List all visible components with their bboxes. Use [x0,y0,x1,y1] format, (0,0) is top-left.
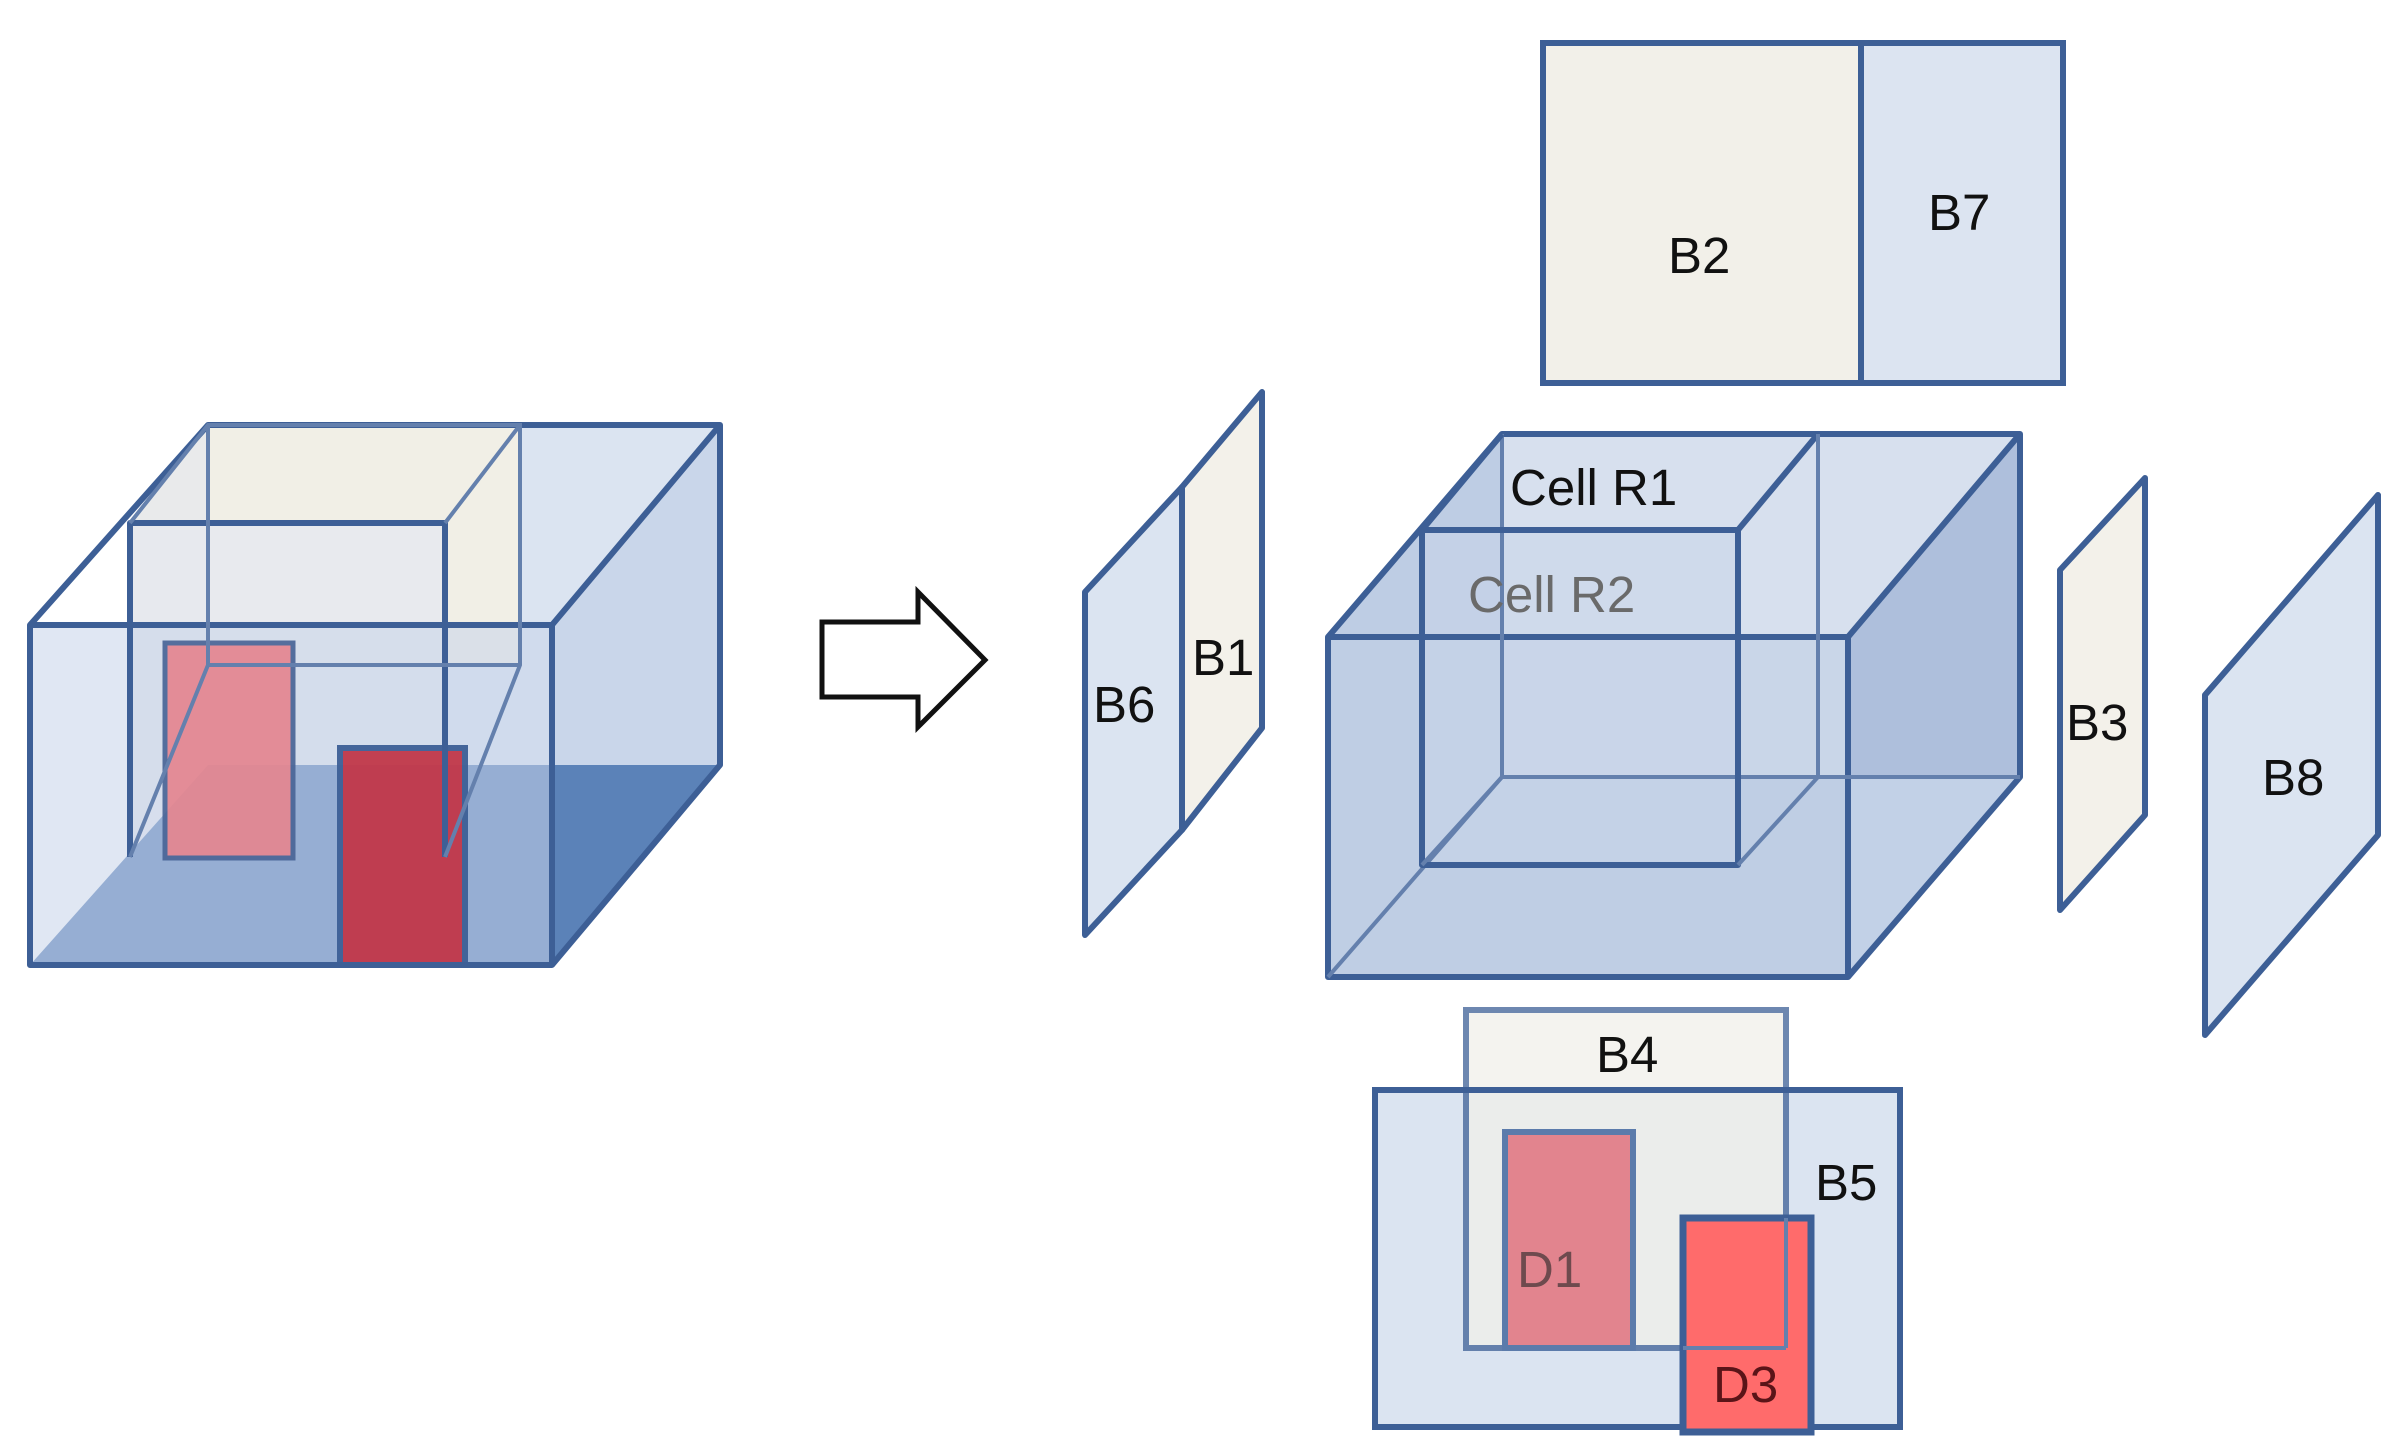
panel-b8-label: B8 [2262,749,2324,806]
floor-panels: B4 B5 D1 D3 [1372,1007,1903,1436]
exploded-cells: Cell R1 Cell R2 [1325,431,2023,980]
panel-b1: B1 [1179,389,1265,833]
cell-r1-label: Cell R1 [1510,459,1677,516]
inner-cell-r1-bottom-right [1736,775,1820,867]
right-arrow-icon [819,585,989,734]
panel-b3: B3 [2057,475,2148,913]
inner-cell-r1-bottom-left [1420,775,1504,867]
cell-r2-label: Cell R2 [1468,566,1635,623]
panel-b8: B8 [2202,492,2381,1038]
panel-b3-label: B3 [2066,694,2128,751]
panel-b6: B6 [1082,484,1185,938]
inner-cell-r1-top-right [1735,432,1821,532]
inner-cell-edges [127,520,448,857]
door-d1-label: D1 [1517,1241,1582,1298]
panel-b5-label: B5 [1815,1154,1877,1211]
door-d1 [1502,1129,1636,1351]
inner-cell-r1-top-left [1419,432,1505,532]
inner-cell-top-right [443,423,522,525]
door-d3 [1679,1214,1815,1436]
panel-b6-label: B6 [1093,676,1155,733]
panel-b7: B7 [1858,40,2066,386]
panel-b2-label: B2 [1668,227,1730,284]
inner-cell-bottom [128,664,210,858]
door-d3-label: D3 [1713,1356,1778,1413]
assembled-room [27,422,723,968]
panel-b7-label: B7 [1928,184,1990,241]
panel-b1-label: B1 [1192,629,1254,686]
panel-b4-label: B4 [1596,1026,1658,1083]
interior-door [162,640,296,861]
panel-b2: B2 [1540,40,1864,386]
